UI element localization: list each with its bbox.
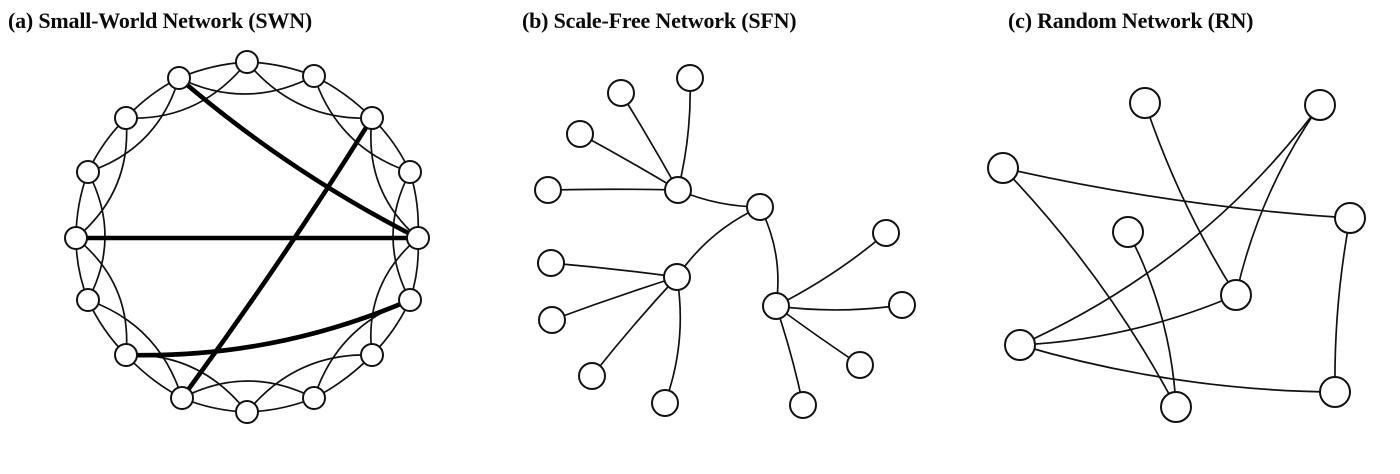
- swn-node[interactable]: [398, 288, 422, 312]
- sfn-leaf-node[interactable]: [676, 64, 704, 92]
- swn-shortcut-edge: [75, 237, 128, 356]
- swn-shortcut-edge: [125, 61, 248, 120]
- rn-edge: [1334, 217, 1351, 393]
- caption-panel-a: (a) Small-World Network (SWN): [8, 8, 313, 33]
- sfn-leaf-node[interactable]: [872, 219, 900, 247]
- swn-node[interactable]: [398, 160, 422, 184]
- swn-node[interactable]: [302, 386, 326, 410]
- rn-node[interactable]: [1334, 202, 1366, 234]
- rn-node[interactable]: [1129, 87, 1161, 119]
- rn-edge: [1019, 344, 1336, 393]
- sfn-leaf-node[interactable]: [789, 391, 817, 419]
- swn-shortcut-edge: [178, 75, 315, 95]
- sfn-leaf-node[interactable]: [537, 249, 565, 277]
- caption-panel-b: (b) Scale-Free Network (SFN): [522, 8, 797, 33]
- swn-node[interactable]: [235, 50, 259, 74]
- rn-edge: [1127, 231, 1177, 408]
- swn-node[interactable]: [406, 226, 430, 250]
- swn-node[interactable]: [360, 343, 384, 367]
- rn-edge: [1019, 104, 1321, 346]
- swn-shortcut-edge: [181, 380, 315, 399]
- sfn-hub-node[interactable]: [664, 176, 692, 204]
- panel-random-network: (c) Random Network (RN): [970, 0, 1400, 474]
- sfn-hub-node[interactable]: [762, 292, 790, 320]
- swn-shortcut-edge: [246, 354, 373, 413]
- swn-long-range-edge: [176, 75, 421, 241]
- swn-node[interactable]: [360, 106, 384, 130]
- sfn-leaf-node[interactable]: [888, 291, 916, 319]
- sfn-leaf-node[interactable]: [578, 362, 606, 390]
- rn-node[interactable]: [1004, 329, 1036, 361]
- swn-shortcut-edge: [370, 237, 419, 356]
- rn-edge: [1002, 167, 1177, 408]
- panel-scale-free-network: (b) Scale-Free Network (SFN): [500, 0, 970, 474]
- sfn-edge: [775, 232, 887, 307]
- swn-shortcut-edge: [75, 117, 128, 239]
- swn-node[interactable]: [76, 160, 100, 184]
- sfn-bridge-node[interactable]: [746, 193, 774, 221]
- swn-shortcut-edge: [313, 75, 411, 173]
- rn-node[interactable]: [1160, 391, 1192, 423]
- swn-node[interactable]: [170, 386, 194, 410]
- sfn-leaf-node[interactable]: [607, 79, 635, 107]
- rn-edge: [1019, 294, 1237, 346]
- sfn-edge: [591, 276, 678, 377]
- swn-shortcut-edge: [87, 77, 180, 173]
- sfn-edge: [547, 188, 679, 191]
- rn-node[interactable]: [987, 152, 1019, 184]
- swn-shortcut-edge: [87, 299, 183, 399]
- sfn-edge: [551, 276, 678, 321]
- sfn-edge: [775, 304, 903, 311]
- swn-node[interactable]: [76, 288, 100, 312]
- rn-edge: [1144, 102, 1237, 296]
- swn-node[interactable]: [114, 343, 138, 367]
- sfn-hub-node[interactable]: [663, 263, 691, 291]
- sfn-leaf-node[interactable]: [651, 389, 679, 417]
- caption-panel-c: (c) Random Network (RN): [1008, 8, 1254, 33]
- rn-node[interactable]: [1304, 89, 1336, 121]
- rn-node[interactable]: [1319, 376, 1351, 408]
- sfn-leaf-node[interactable]: [566, 120, 594, 148]
- rn-node[interactable]: [1112, 216, 1144, 248]
- panel-small-world-network: (a) Small-World Network (SWN): [0, 0, 500, 474]
- swn-long-range-edge: [123, 297, 413, 358]
- swn-node[interactable]: [302, 64, 326, 88]
- swn-long-range-edge: [179, 115, 375, 401]
- swn-shortcut-edge: [246, 61, 373, 119]
- swn-node[interactable]: [114, 106, 138, 130]
- sfn-edge: [664, 276, 682, 404]
- swn-shortcut-edge: [370, 117, 419, 239]
- sfn-leaf-node[interactable]: [538, 306, 566, 334]
- swn-node[interactable]: [167, 66, 191, 90]
- rn-edge: [1002, 167, 1351, 219]
- sfn-edge: [550, 262, 678, 278]
- sfn-leaf-node[interactable]: [534, 176, 562, 204]
- swn-node[interactable]: [64, 226, 88, 250]
- small-world-network-graph: [64, 50, 430, 424]
- rn-node[interactable]: [1220, 279, 1252, 311]
- swn-node[interactable]: [235, 400, 259, 424]
- rn-edge: [1235, 104, 1321, 296]
- sfn-leaf-node[interactable]: [846, 351, 874, 379]
